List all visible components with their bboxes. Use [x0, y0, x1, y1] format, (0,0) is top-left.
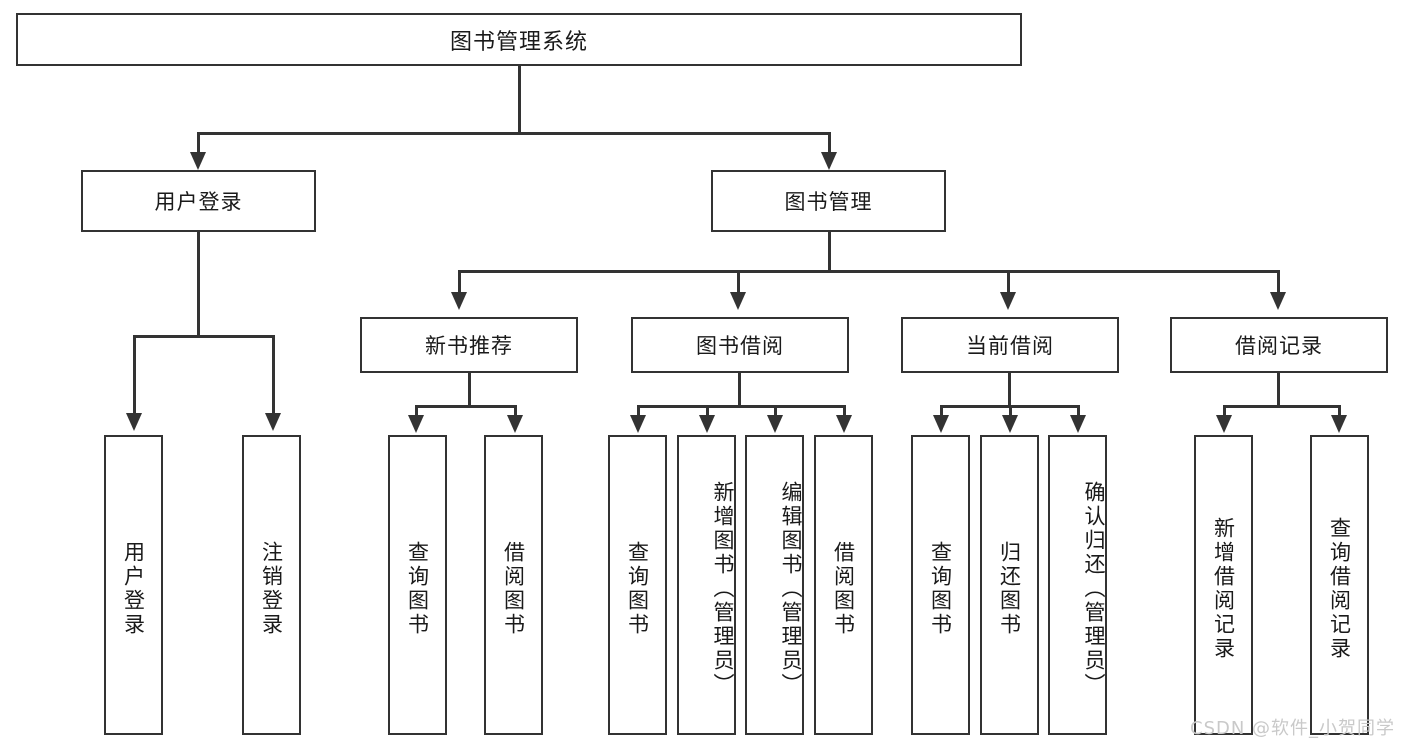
- connector-bookborrow-drop-2: [706, 405, 709, 420]
- arrow-icon-borrowrecord-1: [1216, 415, 1232, 433]
- connector-borrowrecord-stem: [1277, 373, 1280, 405]
- node-book-borrow[interactable]: 图书借阅: [631, 317, 849, 373]
- arrow-icon-borrowrecord-2: [1331, 415, 1347, 433]
- leaf-confirm-return-admin[interactable]: 确认归还（管理员）: [1048, 435, 1107, 735]
- arrow-icon-newbook-2: [507, 415, 523, 433]
- connector-bookmgmt-bar: [458, 270, 1280, 273]
- arrow-icon-currentborrow-3: [1070, 415, 1086, 433]
- connector-root-drop-1: [197, 132, 200, 156]
- arrow-icon-bookborrow-4: [836, 415, 852, 433]
- arrow-icon-currentborrow-1: [933, 415, 949, 433]
- connector-currentborrow-drop-3: [1077, 405, 1080, 420]
- connector-root-stem: [518, 66, 521, 132]
- arrow-icon-currentborrow-2: [1002, 415, 1018, 433]
- connector-bookborrow-drop-4: [843, 405, 846, 420]
- node-current-borrow[interactable]: 当前借阅: [901, 317, 1119, 373]
- connector-userlogin-drop-1: [133, 335, 136, 417]
- node-new-book-recommend[interactable]: 新书推荐: [360, 317, 578, 373]
- arrow-icon-bookborrow-2: [699, 415, 715, 433]
- connector-newbook-drop-1: [415, 405, 418, 420]
- leaf-logout[interactable]: 注销登录: [242, 435, 301, 735]
- connector-bookmgmt-drop-1: [458, 270, 461, 296]
- leaf-query-book-current[interactable]: 查询图书: [911, 435, 970, 735]
- leaf-add-borrow-record[interactable]: 新增借阅记录: [1194, 435, 1253, 735]
- leaf-add-book-admin[interactable]: 新增图书（管理员）: [677, 435, 736, 735]
- leaf-user-login[interactable]: 用户登录: [104, 435, 163, 735]
- leaf-query-book-borrow[interactable]: 查询图书: [608, 435, 667, 735]
- connector-bookborrow-stem: [738, 373, 741, 405]
- connector-root-drop-2: [828, 132, 831, 156]
- connector-currentborrow-drop-1: [940, 405, 943, 420]
- connector-currentborrow-stem: [1008, 373, 1011, 405]
- connector-newbook-bar: [415, 405, 517, 408]
- watermark-text: CSDN @软件_小贺同学: [1190, 718, 1396, 739]
- node-book-management[interactable]: 图书管理: [711, 170, 946, 232]
- node-user-login[interactable]: 用户登录: [81, 170, 316, 232]
- arrow-icon-bookmgmt-1: [451, 292, 467, 310]
- arrow-icon-userlogin-1: [126, 413, 142, 431]
- arrow-icon-newbook-1: [408, 415, 424, 433]
- connector-bookmgmt-drop-2: [737, 270, 740, 296]
- connector-newbook-stem: [468, 373, 471, 405]
- leaf-borrow-book[interactable]: 借阅图书: [814, 435, 873, 735]
- arrow-icon-bookmgmt-4: [1270, 292, 1286, 310]
- arrow-icon-root-2: [821, 152, 837, 170]
- arrow-icon-userlogin-2: [265, 413, 281, 431]
- node-root-system[interactable]: 图书管理系统: [16, 13, 1022, 66]
- connector-userlogin-stem: [197, 232, 200, 335]
- connector-borrowrecord-bar: [1223, 405, 1341, 408]
- arrow-icon-bookborrow-3: [767, 415, 783, 433]
- connector-bookborrow-drop-3: [774, 405, 777, 420]
- connector-borrowrecord-drop-1: [1223, 405, 1226, 420]
- arrow-icon-bookmgmt-3: [1000, 292, 1016, 310]
- connector-bookmgmt-drop-3: [1007, 270, 1010, 296]
- leaf-query-borrow-record[interactable]: 查询借阅记录: [1310, 435, 1369, 735]
- connector-newbook-drop-2: [514, 405, 517, 420]
- connector-root-bar: [197, 132, 831, 135]
- connector-userlogin-bar: [133, 335, 275, 338]
- connector-bookmgmt-drop-4: [1277, 270, 1280, 296]
- connector-userlogin-drop-2: [272, 335, 275, 417]
- connector-bookmgmt-stem: [828, 232, 831, 270]
- connector-borrowrecord-drop-2: [1338, 405, 1341, 420]
- connector-currentborrow-drop-2: [1009, 405, 1012, 420]
- leaf-edit-book-admin[interactable]: 编辑图书（管理员）: [745, 435, 804, 735]
- node-borrow-record[interactable]: 借阅记录: [1170, 317, 1388, 373]
- leaf-query-book-recommend[interactable]: 查询图书: [388, 435, 447, 735]
- leaf-return-book[interactable]: 归还图书: [980, 435, 1039, 735]
- leaf-borrow-book-recommend[interactable]: 借阅图书: [484, 435, 543, 735]
- connector-bookborrow-drop-1: [637, 405, 640, 420]
- arrow-icon-root-1: [190, 152, 206, 170]
- connector-bookborrow-bar: [637, 405, 845, 408]
- arrow-icon-bookborrow-1: [630, 415, 646, 433]
- arrow-icon-bookmgmt-2: [730, 292, 746, 310]
